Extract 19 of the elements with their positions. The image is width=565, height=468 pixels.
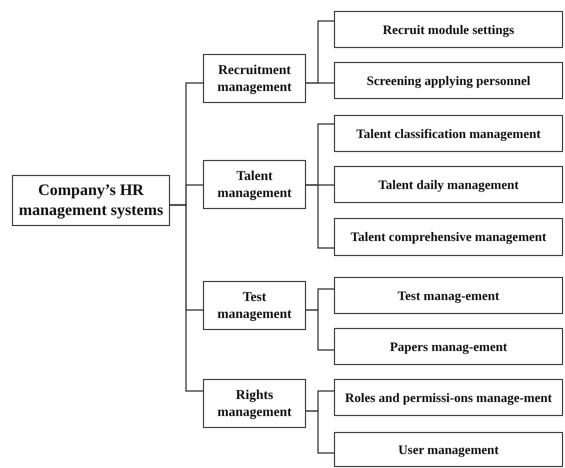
function-box: Screening applying personnel (334, 62, 563, 99)
function-box: Recruit module settings (334, 11, 563, 48)
function-box: Test manag-ement (334, 277, 563, 314)
connector-line (306, 82, 334, 84)
function-box: User management (334, 432, 563, 467)
connector-line (306, 309, 334, 351)
connector-line (170, 204, 203, 392)
function-box: Papers manag-ement (334, 328, 563, 365)
root-box: Company’s HR management systems (12, 175, 170, 226)
connector-line (306, 184, 334, 249)
category-box: Rights management (203, 379, 306, 428)
function-box: Roles and permissi-ons manage-ment (334, 379, 563, 416)
function-box: Talent comprehensive management (334, 218, 563, 256)
category-box: Test management (203, 281, 306, 330)
connector-line (306, 410, 334, 454)
category-box: Talent management (203, 160, 306, 209)
function-box: Talent classification management (334, 115, 563, 152)
category-box: Recruitment management (203, 54, 306, 103)
function-box: Talent daily management (334, 166, 563, 203)
